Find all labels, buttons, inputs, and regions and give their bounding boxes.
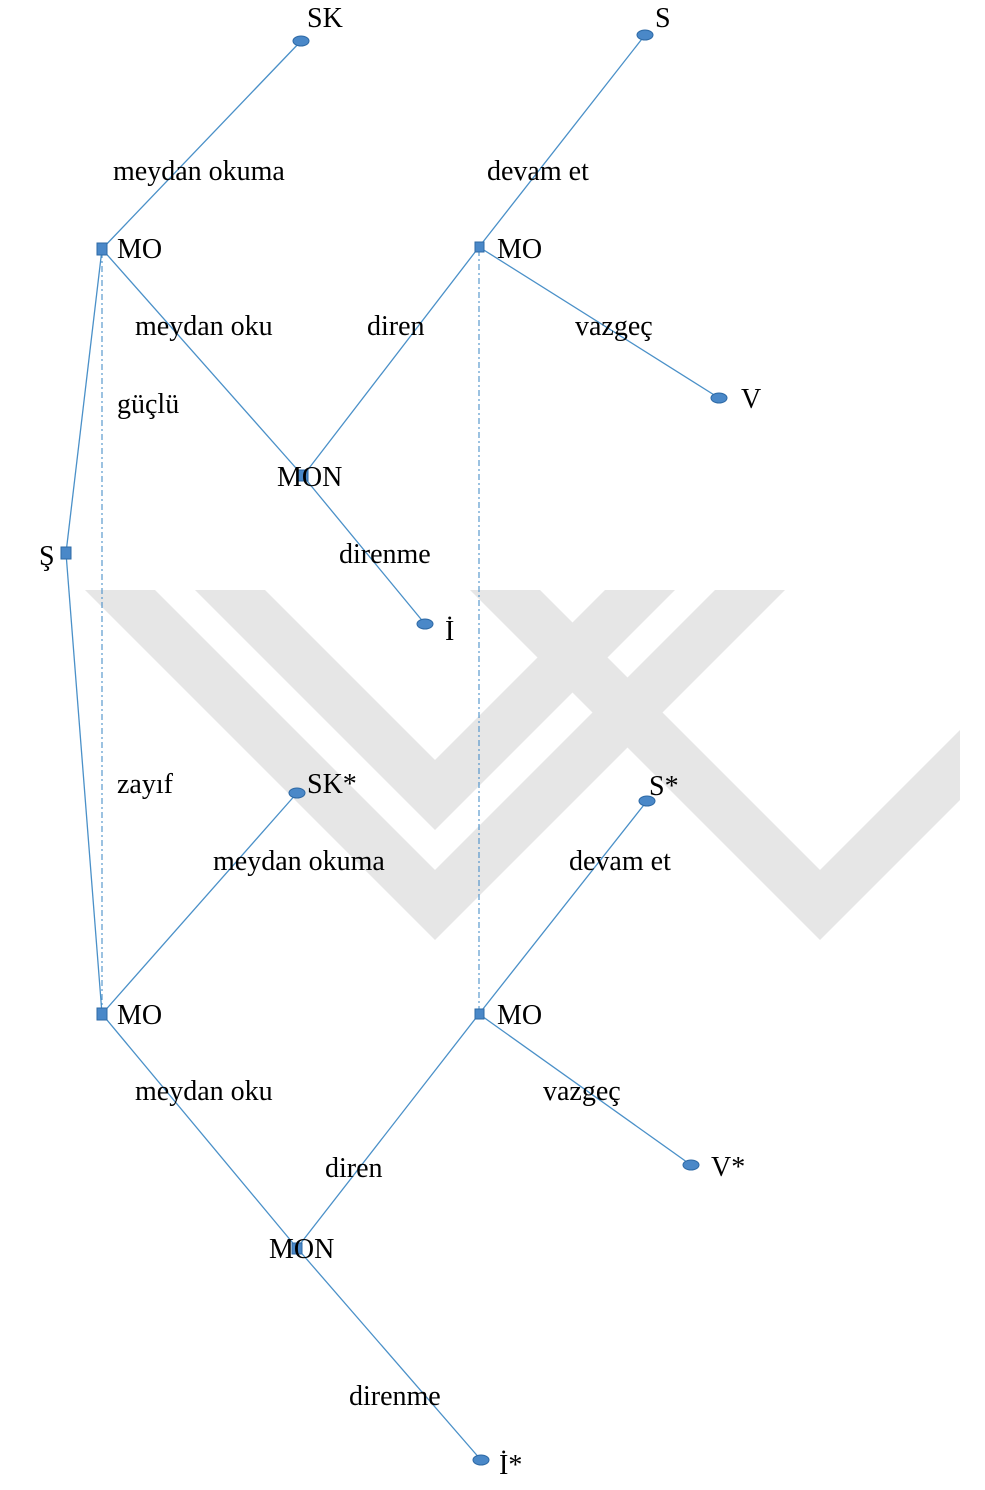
edge-top-meydan-okuma-label: meydan okuma bbox=[113, 156, 285, 187]
edge-top-vazgec-label: vazgeç bbox=[575, 311, 653, 342]
node-top-mon-label: MON bbox=[277, 462, 342, 493]
edge-top-devam-et-label: devam et bbox=[487, 156, 589, 187]
edges bbox=[65, 34, 720, 1461]
edge-top-vazgec bbox=[478, 246, 720, 399]
edge-zayif bbox=[65, 552, 103, 1015]
node-top-mo-right-label: MO bbox=[497, 234, 542, 265]
node-bot-v-oval bbox=[682, 1159, 700, 1171]
node-top-s-oval bbox=[636, 29, 654, 41]
node-top-v-oval bbox=[710, 392, 728, 404]
edge-bot-diren bbox=[296, 1013, 480, 1249]
edge-bot-vazgec bbox=[478, 1013, 692, 1166]
node-top-i-oval bbox=[416, 618, 434, 630]
node-bot-i-label: İ* bbox=[499, 1450, 522, 1481]
node-bot-mo-left-label: MO bbox=[117, 1000, 162, 1031]
edge-top-meydan-okuma bbox=[101, 40, 302, 250]
node-bot-sk-label: SK* bbox=[307, 769, 357, 800]
edge-zayif-label: zayıf bbox=[117, 769, 174, 800]
edge-guclu bbox=[65, 248, 103, 554]
node-top-mo-left-label: MO bbox=[117, 234, 162, 265]
edge-bot-meydan-oku bbox=[101, 1013, 298, 1249]
edge-top-meydan-oku-label: meydan oku bbox=[135, 311, 273, 342]
node-bot-mo-left-square bbox=[96, 1007, 108, 1021]
node-top-s-label: S bbox=[655, 3, 671, 34]
node-top-mon-square bbox=[297, 469, 309, 482]
node-top-sk-oval bbox=[292, 35, 310, 47]
edge-top-diren bbox=[302, 246, 480, 477]
edge-top-direnme-label: direnme bbox=[339, 539, 431, 570]
watermark bbox=[85, 590, 960, 940]
node-root-square bbox=[60, 546, 72, 560]
node-top-sk-label: SK bbox=[307, 3, 343, 34]
node-top-v-label: V bbox=[741, 384, 761, 415]
node-top-i-label: İ bbox=[445, 616, 454, 647]
node-top-mo-left-square bbox=[96, 242, 108, 256]
node-root-label: Ş bbox=[39, 541, 55, 572]
node-bot-mo-right-label: MO bbox=[497, 1000, 542, 1031]
node-bot-s-oval bbox=[638, 795, 656, 807]
node-top-mo-right-square bbox=[474, 241, 485, 253]
edge-bot-diren-label: diren bbox=[325, 1153, 383, 1184]
edge-bot-devam-et bbox=[478, 800, 648, 1015]
edge-bot-meydan-okuma-label: meydan okuma bbox=[213, 846, 385, 877]
edge-top-direnme bbox=[302, 475, 426, 625]
edge-top-meydan-oku bbox=[101, 248, 304, 477]
node-bot-mo-right-square bbox=[474, 1008, 485, 1020]
edge-bot-vazgec-label: vazgeç bbox=[543, 1076, 621, 1107]
node-bot-sk-oval bbox=[288, 787, 306, 799]
node-bot-mon-square bbox=[291, 1242, 303, 1255]
edge-bot-devam-et-label: devam et bbox=[569, 846, 671, 877]
edge-bot-direnme-label: direnme bbox=[349, 1381, 441, 1412]
edge-bot-direnme bbox=[296, 1247, 482, 1461]
node-bot-i-oval bbox=[472, 1454, 490, 1466]
edge-bot-meydan-okuma bbox=[101, 792, 298, 1015]
edge-top-diren-label: diren bbox=[367, 311, 425, 342]
edge-guclu-label: güçlü bbox=[117, 389, 179, 420]
edge-bot-meydan-oku-label: meydan oku bbox=[135, 1076, 273, 1107]
node-bot-v-label: V* bbox=[711, 1152, 745, 1183]
node-bot-s-label: S* bbox=[649, 771, 679, 802]
node-bot-mon-label: MON bbox=[269, 1234, 334, 1265]
edge-top-devam-et bbox=[478, 34, 646, 248]
